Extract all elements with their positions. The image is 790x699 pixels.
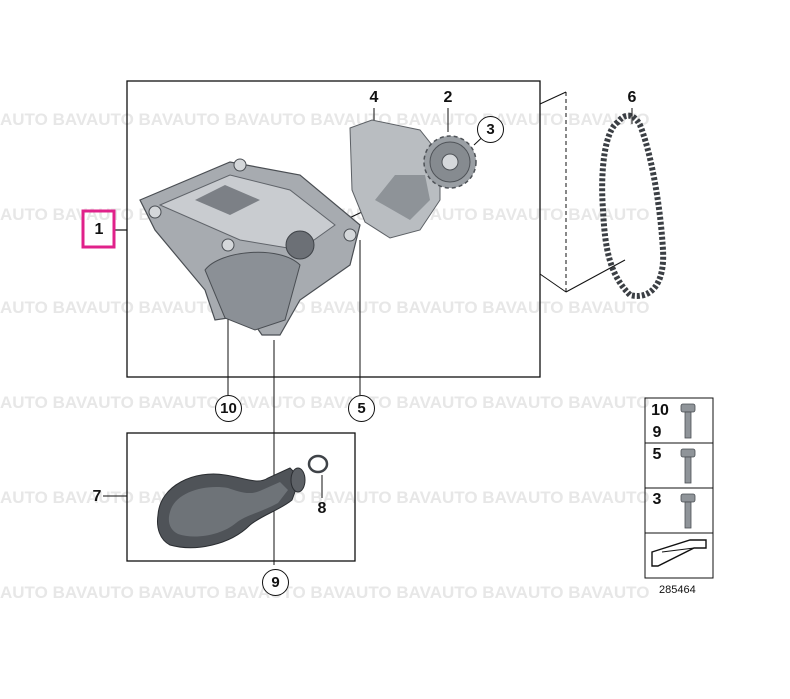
callout-3[interactable]: 3 (477, 116, 504, 143)
callout-2[interactable]: 2 (443, 89, 453, 106)
callout-6[interactable]: 6 (627, 89, 637, 106)
legend-label-3: 3 (652, 491, 662, 508)
bolt-icon (680, 493, 696, 529)
diagram-reference-number: 285464 (659, 584, 696, 596)
highlight-box (81, 209, 116, 249)
legend-label-10: 10 (651, 402, 669, 419)
sprocket-shape (423, 135, 477, 189)
bolt-icon (680, 448, 696, 484)
callout-9[interactable]: 9 (262, 569, 289, 596)
main-assembly-frame (126, 80, 541, 378)
suction-pipe-frame (126, 432, 356, 562)
watermark-row: AUTO BAVAUTO BAVAUTO BAVAUTO BAVAUTO BAV… (0, 298, 650, 317)
watermark-row: AUTO BAVAUTO BAVAUTO BAVAUTO BAVAUTO BAV… (0, 583, 650, 602)
watermark-row: AUTO BAVAUTO BAVAUTO BAVAUTO BAVAUTO BAV… (0, 393, 650, 412)
callout-4[interactable]: 4 (369, 89, 379, 106)
callout-8[interactable]: 8 (317, 500, 327, 517)
suction-pipe-shape (157, 467, 306, 549)
bolt-icon (680, 403, 696, 439)
callout-1[interactable]: 1 (94, 221, 104, 238)
timing-chain-shape (599, 112, 667, 299)
arrow-icon (651, 539, 707, 567)
oil-pump-shape (139, 158, 361, 336)
callout-7[interactable]: 7 (92, 488, 102, 505)
legend-label-9: 9 (652, 424, 662, 441)
callout-10[interactable]: 10 (215, 395, 242, 422)
callout-5[interactable]: 5 (348, 395, 375, 422)
o-ring-shape (307, 454, 329, 474)
legend-label-5: 5 (652, 446, 662, 463)
